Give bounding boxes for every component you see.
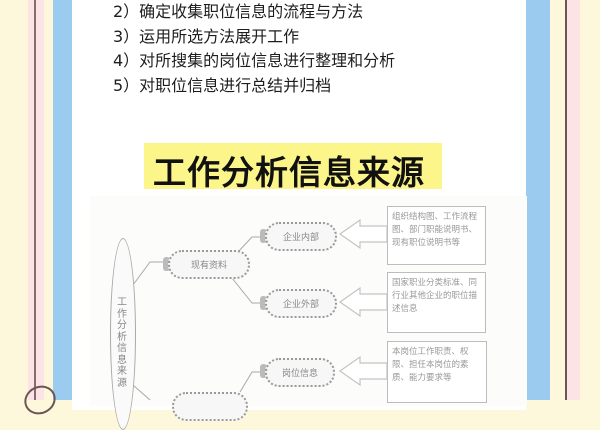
step-item: 5）对职位信息进行总结并归档: [113, 75, 332, 95]
left-pink-strip: [28, 0, 48, 400]
node-knob: [260, 364, 267, 378]
section-title: 工作分析信息来源: [153, 153, 425, 192]
step-item: 3）运用所选方法展开工作: [113, 26, 300, 46]
node-position-info: 岗位信息: [265, 358, 335, 387]
node-knob: [260, 229, 267, 243]
node-internal: 企业内部: [265, 222, 337, 251]
detail-box-external: 国家职业分类标准、同行业其他企业的职位描述信息: [387, 272, 486, 333]
right-blue-band: [526, 0, 550, 400]
step-item: 2）确定收集职位信息的流程与方法: [113, 2, 364, 21]
left-blue-band: [53, 0, 72, 400]
detail-box-position: 本岗位工作职责、权限、担任本岗位的素质、能力要求等: [387, 341, 487, 403]
node-existing-materials: 现有资料: [168, 250, 250, 279]
title-highlight: [144, 143, 442, 189]
node-knob: [260, 296, 267, 310]
root-node-label: 工作分析信息来源: [117, 297, 127, 389]
left-binder-line: [34, 0, 36, 400]
node-knob: [163, 257, 170, 271]
node-second-branch: [172, 392, 248, 421]
right-pink-strip: [567, 0, 580, 400]
right-cream-strip: [550, 0, 565, 400]
detail-box-internal: 组织结构图、工作流程图、部门职能说明书、现有职位说明书等: [387, 206, 486, 265]
step-item: 4）对所搜集的岗位信息进行整理和分析: [113, 51, 396, 70]
steps-list: 2）确定收集职位信息的流程与方法 3）运用所选方法展开工作 4）对所搜集的岗位信…: [113, 0, 395, 98]
left-cream-strip: [44, 0, 53, 400]
node-external: 企业外部: [265, 289, 337, 318]
root-node-ellipse: [110, 238, 136, 430]
diagram-connectors: [132, 218, 388, 400]
right-binder-line: [565, 0, 567, 400]
